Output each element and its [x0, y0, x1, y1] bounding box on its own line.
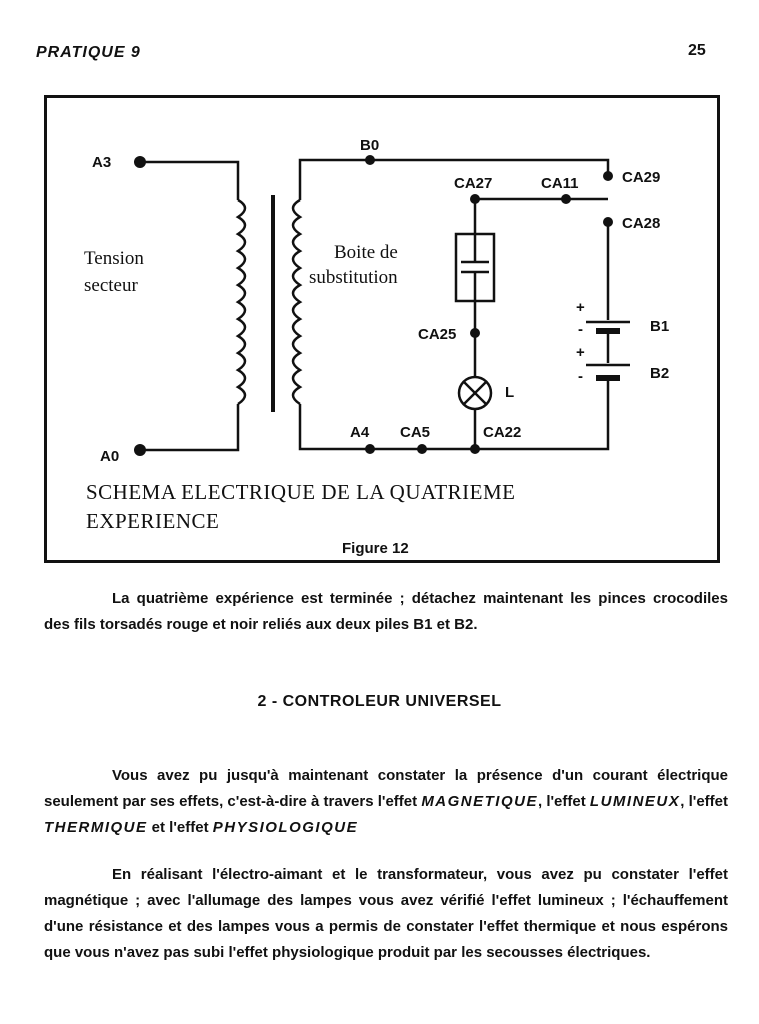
- effect-physiological: PHYSIOLOGIQUE: [212, 819, 359, 836]
- primary-lead-top: [140, 160, 240, 200]
- secondary-lead-bottom: [298, 376, 610, 451]
- label-ca27: CA27: [454, 175, 492, 192]
- paragraph-experience-end-text: La quatrième expérience est terminée ; d…: [44, 590, 728, 633]
- terminal-ca5: [417, 444, 427, 454]
- label-ca11: CA11: [541, 175, 579, 192]
- terminal-ca28: [603, 217, 613, 227]
- paragraph-controller-intro-text: Vous avez pu jusqu'à maintenant constate…: [44, 763, 728, 841]
- label-b1: B1: [650, 318, 669, 335]
- figure-caption-line1: SCHEMA ELECTRIQUE DE LA QUATRIEME: [86, 480, 516, 504]
- label-b2-minus: -: [578, 368, 583, 385]
- terminal-b0: [365, 155, 375, 165]
- figure-caption-line2: EXPERIENCE: [86, 509, 219, 533]
- terminal-a4: [365, 444, 375, 454]
- battery-b1-minus-plate: [596, 328, 620, 334]
- intro-text-1: Vous avez pu jusqu'à maintenant constate…: [44, 767, 728, 810]
- secondary-lead-top: [298, 158, 610, 200]
- label-b1-minus: -: [578, 321, 583, 338]
- label-tension: Tension: [84, 248, 144, 269]
- effect-thermal: THERMIQUE: [44, 819, 148, 836]
- section-heading: 2 - CONTROLEUR UNIVERSEL: [257, 693, 502, 710]
- label-a0: A0: [100, 448, 119, 465]
- label-lamp: L: [505, 384, 514, 401]
- lamp-cross-b: [463, 381, 487, 405]
- circuit-diagram: A3 A0 B0 CA27 CA11 CA29 CA28 CA25 L A4 C…: [84, 137, 669, 557]
- label-b0: B0: [360, 137, 379, 154]
- label-secteur: secteur: [84, 275, 138, 296]
- label-boite-de: Boite de: [334, 242, 398, 263]
- paragraph-effects-summary-text: En réalisant l'électro-aimant et le tran…: [44, 866, 728, 961]
- label-ca28: CA28: [622, 215, 660, 232]
- label-b1-plus: +: [576, 299, 585, 316]
- label-ca22: CA22: [483, 424, 521, 441]
- terminal-ca29: [603, 171, 613, 181]
- battery-b2-minus-plate: [596, 375, 620, 381]
- running-title: PRATIQUE 9: [36, 44, 141, 61]
- figure-12-frame: A3 A0 B0 CA27 CA11 CA29 CA28 CA25 L A4 C…: [44, 95, 720, 563]
- figure-label: Figure 12: [342, 540, 409, 557]
- terminal-a3: [134, 156, 146, 168]
- terminal-ca22: [470, 444, 480, 454]
- primary-coil: [235, 198, 247, 406]
- intro-text-3: , l'effet: [680, 793, 728, 810]
- label-substitution: substitution: [309, 267, 398, 288]
- intro-text-4: et l'effet: [147, 819, 213, 836]
- terminal-ca11: [561, 194, 571, 204]
- terminal-ca25: [470, 328, 480, 338]
- label-b2: B2: [650, 365, 669, 382]
- primary-lead-bottom: [140, 404, 240, 452]
- paragraph-experience-end: La quatrième expérience est terminée ; d…: [44, 586, 728, 638]
- label-a4: A4: [350, 424, 370, 441]
- label-ca25: CA25: [418, 326, 456, 343]
- paragraph-effects-summary: En réalisant l'électro-aimant et le tran…: [44, 862, 728, 966]
- paragraph-controller-intro: Vous avez pu jusqu'à maintenant constate…: [44, 763, 728, 841]
- label-b2-plus: +: [576, 344, 585, 361]
- intro-text-2: , l'effet: [537, 793, 590, 810]
- effect-magnetic: MAGNETIQUE: [421, 793, 538, 810]
- effect-luminous: LUMINEUX: [589, 793, 681, 810]
- terminal-a0: [134, 444, 146, 456]
- label-a3: A3: [92, 154, 111, 171]
- label-ca5: CA5: [400, 424, 430, 441]
- page-number: 25: [688, 42, 706, 59]
- label-ca29: CA29: [622, 169, 660, 186]
- secondary-coil: [291, 198, 303, 406]
- terminal-ca27: [470, 194, 480, 204]
